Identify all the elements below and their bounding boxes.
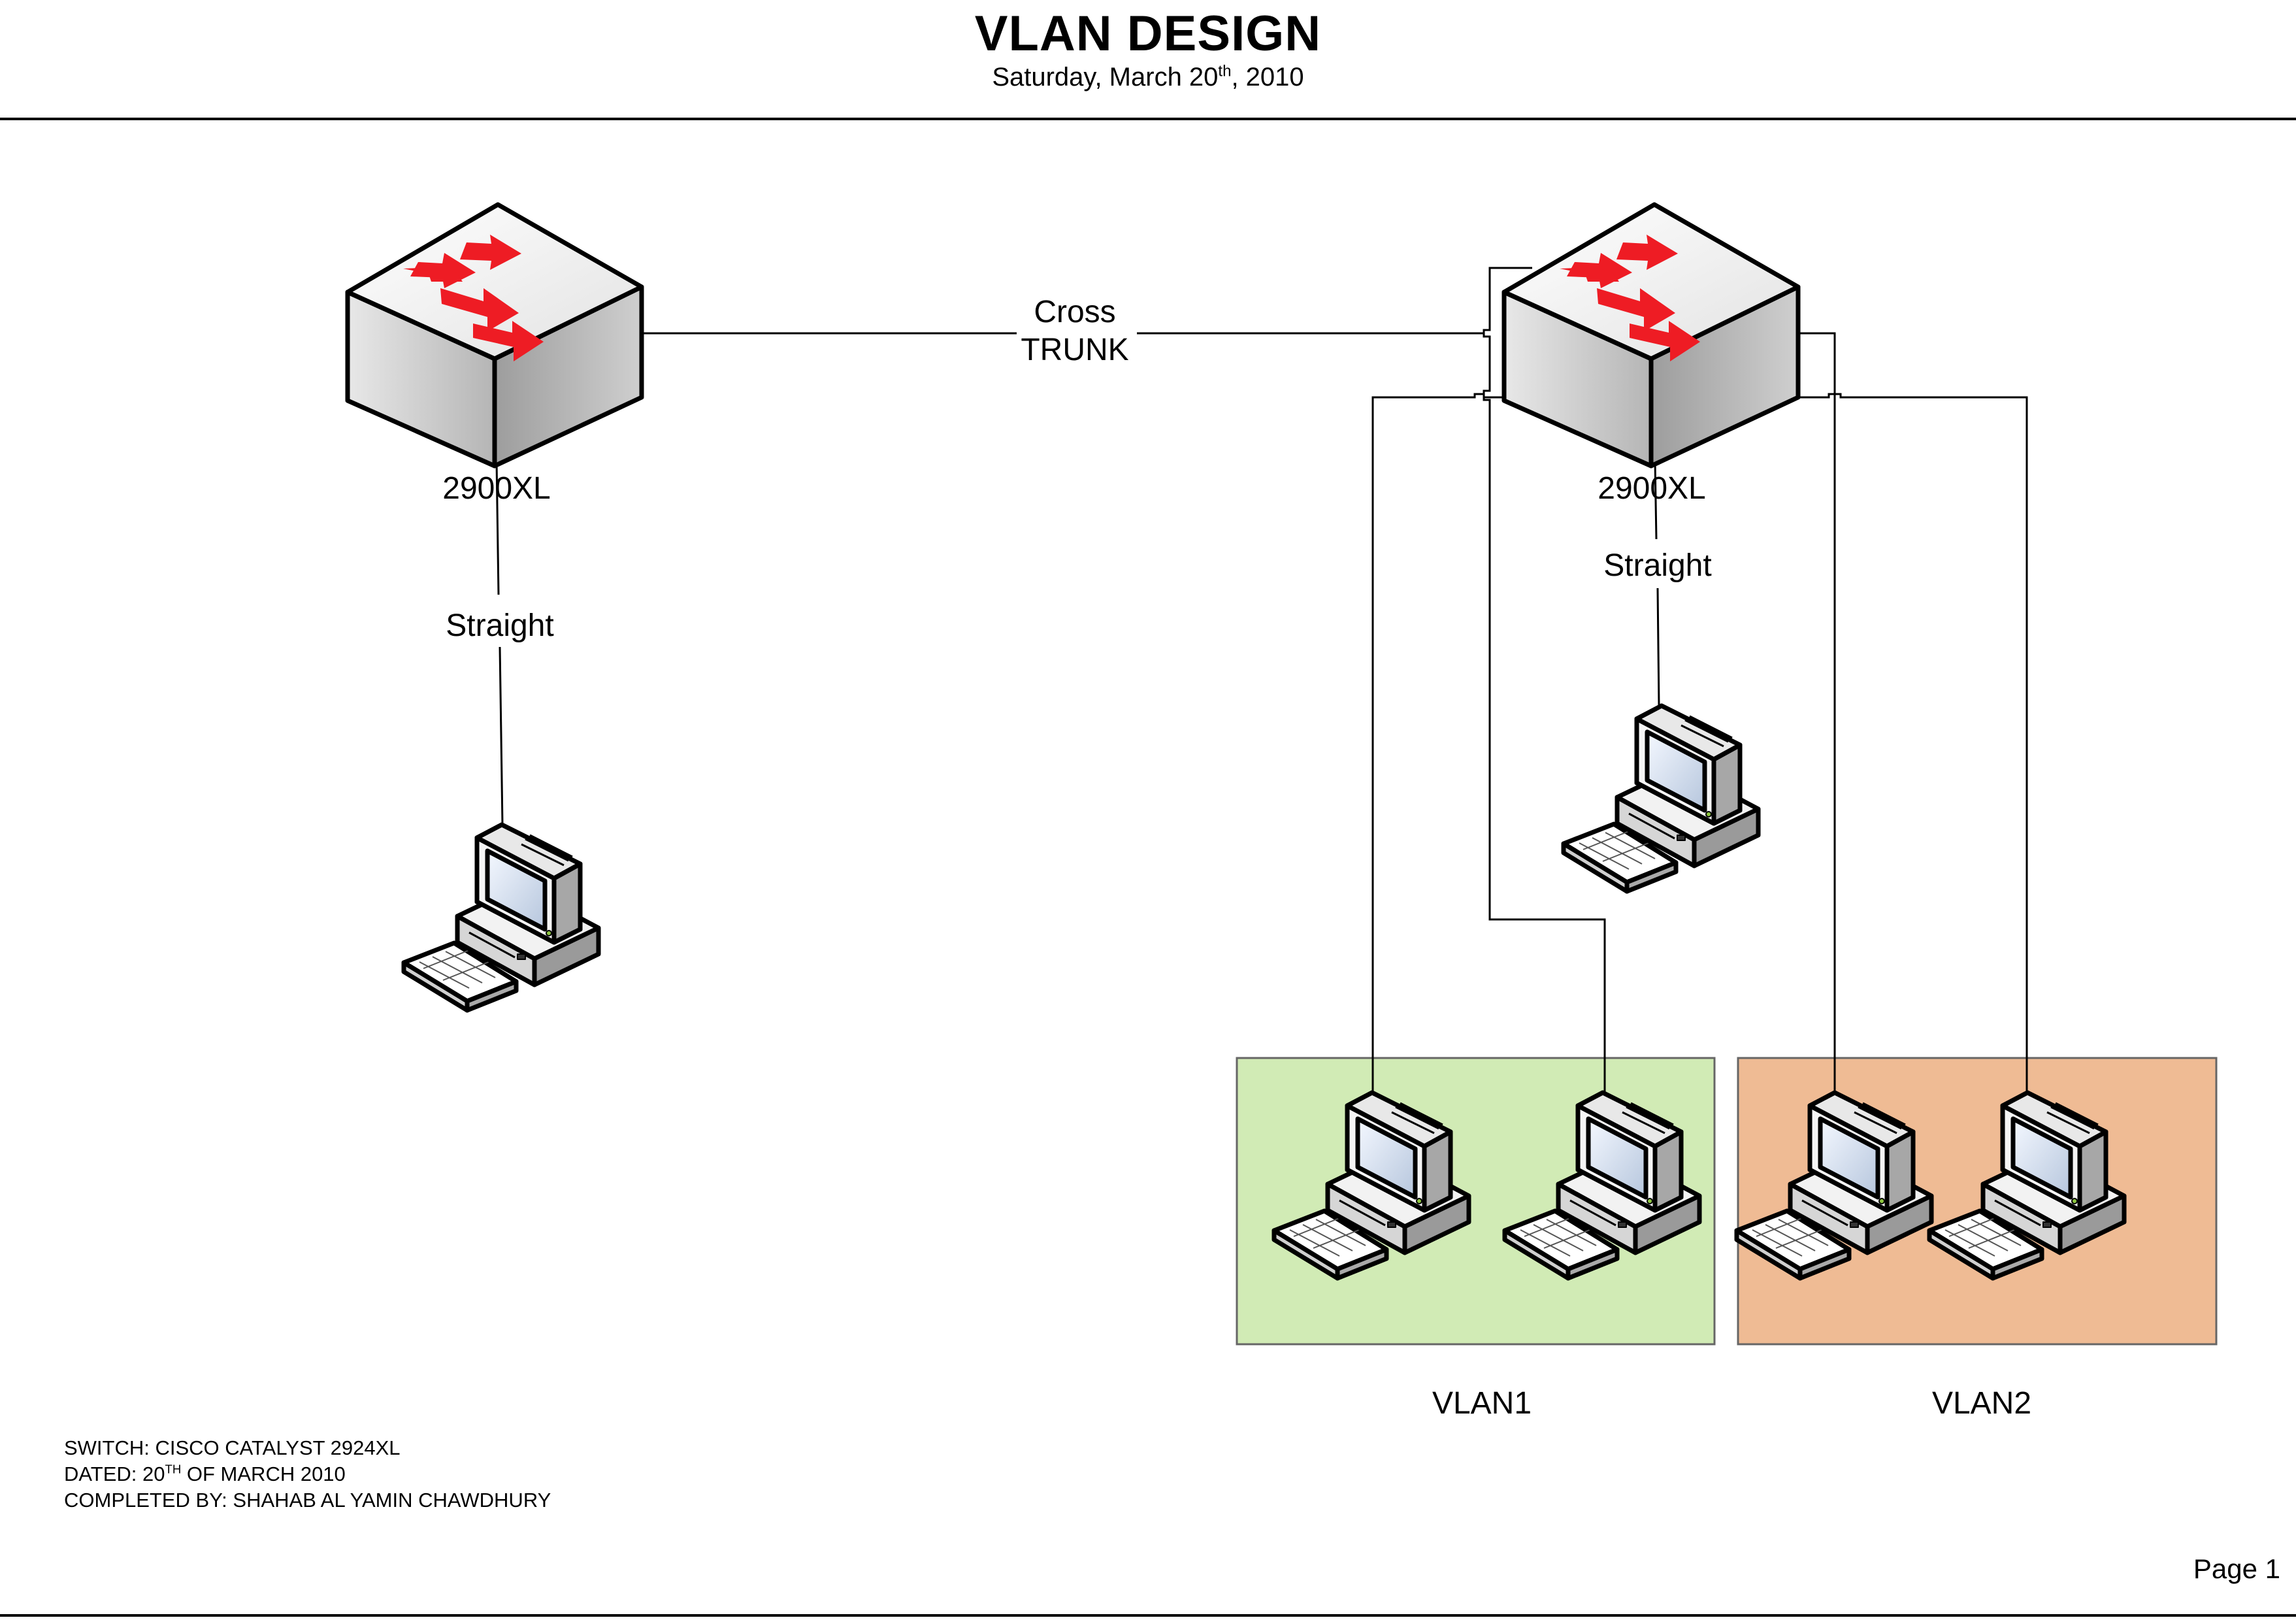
- date-text: Saturday, March 20: [992, 63, 1219, 91]
- footer-info: SWITCH: CISCO CATALYST 2924XL DATED: 20T…: [64, 1435, 551, 1513]
- footer-dated-superscript: TH: [165, 1462, 182, 1476]
- switch-right-icon: [1504, 205, 1798, 466]
- right-straight-cable-bottom: [1656, 587, 1660, 706]
- footer-dated-text: DATED: 20: [64, 1463, 165, 1485]
- date-superscript: th: [1218, 62, 1232, 80]
- page-number: Page 1: [2193, 1553, 2280, 1584]
- vlan2-pc-b-cable: [1798, 393, 2028, 1099]
- vlan1-pc-b-cable: [1483, 267, 1606, 1099]
- left-straight-label: Straight: [446, 608, 554, 643]
- footer-rule: [0, 1614, 2296, 1617]
- header-rule: [0, 118, 2296, 120]
- vlan2-pc-a-cable: [1798, 332, 1836, 1099]
- trunk-label-line1: Cross: [1034, 295, 1116, 329]
- vlan1-label: VLAN1: [1432, 1386, 1532, 1421]
- right-straight-label: Straight: [1603, 548, 1712, 583]
- left-straight-cable-bottom: [499, 646, 504, 825]
- switch-left-label: 2900XL: [442, 471, 551, 506]
- footer-dated-suffix: OF MARCH 2010: [181, 1463, 346, 1485]
- footer-switch-line: SWITCH: CISCO CATALYST 2924XL: [64, 1436, 401, 1459]
- left-straight-cable-top: [495, 460, 500, 595]
- date-year: , 2010: [1231, 63, 1304, 91]
- switch-right-label: 2900XL: [1598, 471, 1706, 506]
- workstation-left-icon: [404, 825, 599, 1010]
- vlan2-label: VLAN2: [1931, 1386, 2032, 1421]
- page-date: Saturday, March 20th, 2010: [0, 63, 2296, 92]
- workstation-right-icon: [1564, 706, 1758, 891]
- footer-dated-line: DATED: 20TH OF MARCH 2010: [64, 1461, 551, 1487]
- page-title: VLAN DESIGN: [974, 6, 1322, 61]
- footer-completed-line: COMPLETED BY: SHAHAB AL YAMIN CHAWDHURY: [64, 1489, 551, 1512]
- right-straight-cable-top: [1654, 460, 1658, 540]
- vlan1-pc-a-cable: [1371, 393, 1503, 1099]
- trunk-label-line2: TRUNK: [1021, 333, 1129, 367]
- switch-left-icon: [348, 205, 642, 466]
